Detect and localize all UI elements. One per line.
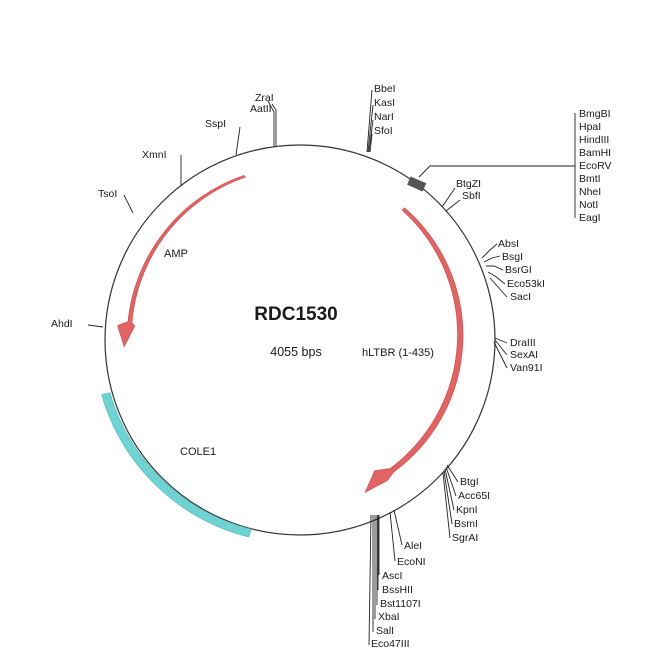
site-label: AbsI	[498, 238, 519, 250]
site-label: XbaI	[378, 611, 400, 623]
site-label: SspI	[205, 118, 226, 130]
site-label: EcoRV	[579, 160, 612, 172]
site-label: BmgBI	[579, 108, 611, 120]
site-label: BtgZI	[456, 178, 481, 190]
site-label: KasI	[374, 97, 395, 109]
site-labels: ZraI AatII SspI XmnI TsoI AhdI BbeI KasI…	[51, 83, 612, 650]
plasmid-size: 4055 bps	[270, 345, 321, 359]
site-label: DraIII	[510, 337, 536, 349]
site-label: ZraI	[255, 92, 274, 104]
hltbr-label: hLTBR (1-435)	[362, 347, 434, 359]
amp-label: AMP	[164, 248, 188, 260]
cole1-feature	[101, 392, 252, 538]
site-label: AscI	[382, 570, 402, 582]
site-label: NotI	[579, 199, 598, 211]
site-label: XmnI	[142, 149, 167, 161]
site-label: KpnI	[456, 504, 478, 516]
cole1-label: COLE1	[180, 446, 216, 458]
hltbr-feature-arrow	[364, 207, 464, 494]
site-label: BsmI	[454, 518, 478, 530]
site-label: Bst1107I	[380, 598, 421, 610]
site-label: SacI	[510, 291, 531, 303]
site-label: BsgI	[502, 251, 523, 263]
site-label: SgrAI	[452, 532, 478, 544]
site-label: SbfI	[462, 190, 481, 202]
site-label: NheI	[579, 186, 601, 198]
site-leader-lines	[87, 89, 576, 646]
site-label: BtgI	[460, 476, 479, 488]
site-label: AleI	[404, 540, 422, 552]
site-label: TsoI	[98, 188, 117, 200]
site-label: AatII	[250, 103, 272, 115]
site-label: BmtI	[579, 173, 601, 185]
site-label: NarI	[374, 111, 394, 123]
plasmid-name: RDC1530	[254, 304, 337, 325]
amp-feature-arrow	[117, 175, 246, 348]
site-label: BsrGI	[505, 264, 532, 276]
site-label: BbeI	[374, 83, 396, 95]
site-label: Van91I	[510, 362, 543, 374]
site-label: BssHII	[382, 584, 413, 596]
mcs-block	[407, 176, 427, 192]
site-label: EagI	[579, 212, 601, 224]
site-label: HindIII	[579, 134, 609, 146]
site-label: Eco47III	[371, 638, 410, 650]
site-label: AhdI	[51, 318, 73, 330]
site-label: BamHI	[579, 147, 611, 159]
site-label: HpaI	[579, 121, 601, 133]
plasmid-backbone	[104, 144, 496, 536]
site-label: Acc65I	[458, 490, 490, 502]
site-label: SfoI	[374, 125, 393, 137]
site-label: Eco53kI	[507, 278, 545, 290]
site-label: SalI	[376, 625, 394, 637]
site-label: EcoNI	[397, 556, 426, 568]
site-label: SexAI	[510, 349, 538, 361]
